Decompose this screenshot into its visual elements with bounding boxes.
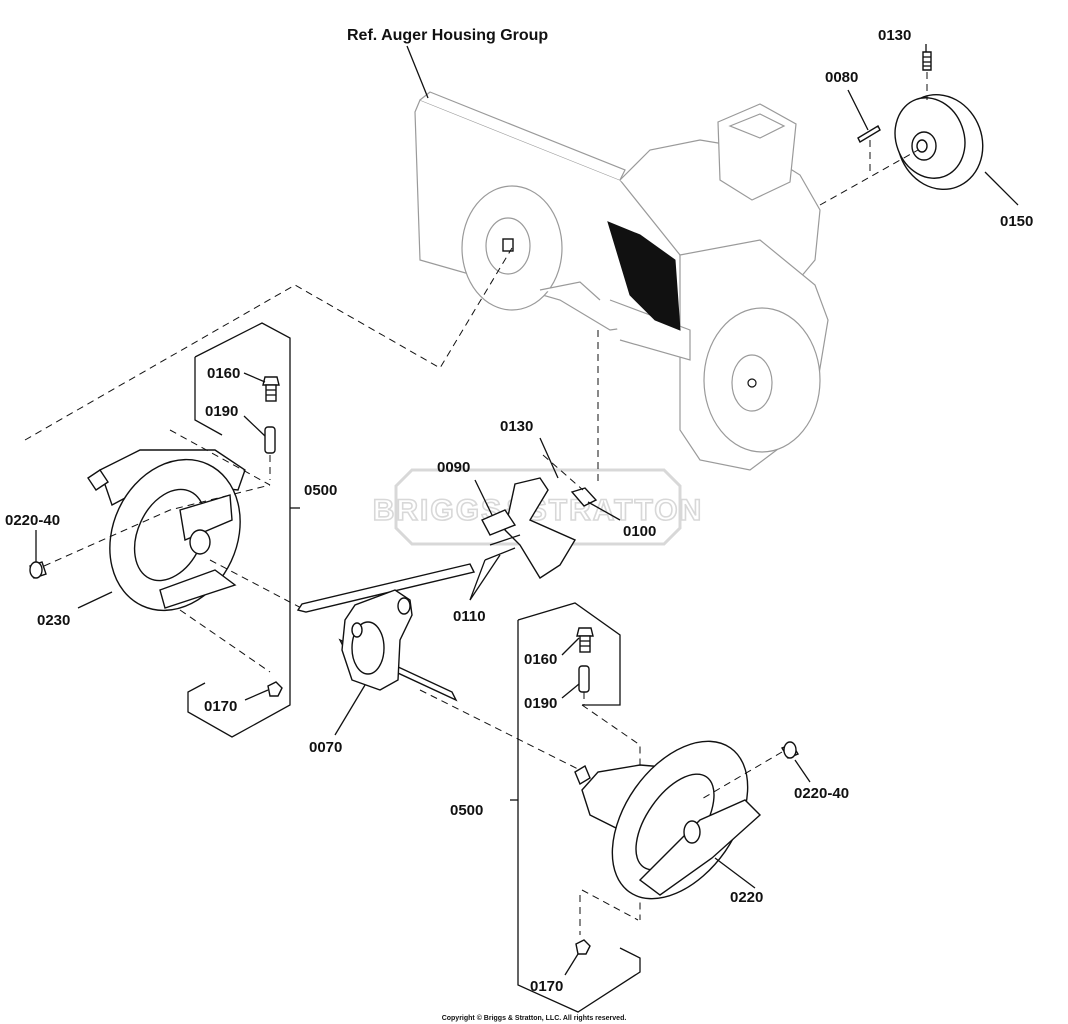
grease-fitting-left bbox=[29, 561, 47, 579]
auger-0230 bbox=[87, 449, 246, 612]
callout-0190-right: 0190 bbox=[524, 695, 557, 712]
callout-0500-right: 0500 bbox=[450, 802, 483, 819]
callout-0220-40-left: 0220-40 bbox=[5, 512, 60, 529]
spacer-0190-right bbox=[578, 665, 590, 693]
callout-0190-left: 0190 bbox=[205, 403, 238, 420]
bracket-assembly bbox=[481, 477, 598, 579]
callout-0130-mid: 0130 bbox=[500, 418, 533, 435]
callout-0090: 0090 bbox=[437, 459, 470, 476]
reference-label: Ref. Auger Housing Group bbox=[347, 27, 548, 44]
callout-0500-left: 0500 bbox=[304, 482, 337, 499]
pulley-0150 bbox=[894, 93, 984, 191]
spacer-0190-left bbox=[264, 426, 276, 454]
gearbox-0070 bbox=[296, 563, 476, 702]
leader-lines bbox=[35, 44, 1019, 976]
set-screw-0130-top bbox=[922, 51, 932, 71]
callout-0160-right: 0160 bbox=[524, 651, 557, 668]
callout-0170-right: 0170 bbox=[530, 978, 563, 995]
auger-housing bbox=[414, 91, 829, 471]
callout-0110: 0110 bbox=[453, 608, 486, 625]
callout-0230: 0230 bbox=[37, 612, 70, 629]
bolt-0160-right bbox=[576, 627, 594, 653]
callout-0130-top: 0130 bbox=[878, 27, 911, 44]
callout-0100: 0100 bbox=[623, 523, 656, 540]
callout-0150: 0150 bbox=[1000, 213, 1033, 230]
grease-fitting-right bbox=[780, 741, 800, 759]
callout-0080: 0080 bbox=[825, 69, 858, 86]
nut-0170-left bbox=[267, 681, 283, 697]
callout-0170-left: 0170 bbox=[204, 698, 237, 715]
auger-0220 bbox=[574, 740, 762, 900]
bolt-0160-left bbox=[262, 376, 280, 402]
copyright-notice: Copyright © Briggs & Stratton, LLC. All … bbox=[442, 1014, 627, 1022]
callout-0160-left: 0160 bbox=[207, 365, 240, 382]
callout-0070: 0070 bbox=[309, 739, 342, 756]
callout-0220: 0220 bbox=[730, 889, 763, 906]
callout-0220-40-right: 0220-40 bbox=[794, 785, 849, 802]
nut-0170-right bbox=[575, 939, 591, 955]
key-0080 bbox=[857, 125, 881, 143]
